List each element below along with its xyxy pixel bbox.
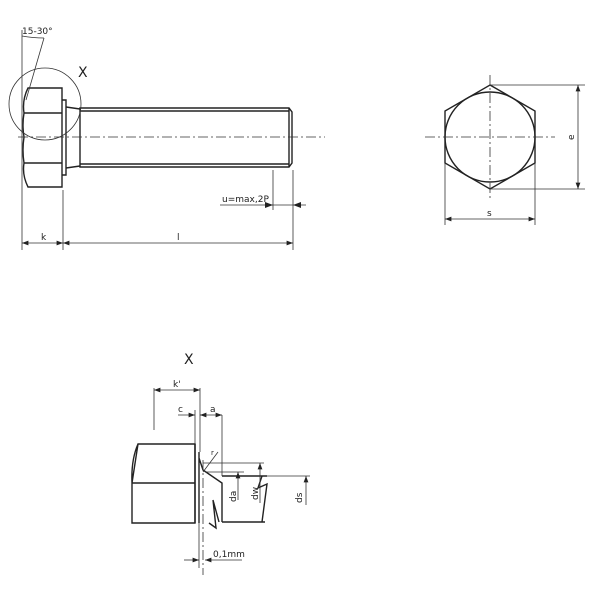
detail-circle	[8, 67, 82, 141]
r-label: r	[211, 449, 214, 457]
detail-label: X	[78, 65, 88, 81]
c-label: c	[178, 405, 183, 415]
angle-label: 15-30°	[22, 27, 53, 37]
underhead-fillet	[65, 106, 81, 169]
l-label: l	[177, 233, 180, 243]
end-view: e s	[425, 75, 585, 225]
dw-label: dw	[251, 487, 261, 500]
da-label: da	[229, 491, 239, 502]
side-view: X 15-30° k l u=max,2P	[8, 27, 325, 250]
u-label: u=max,2P	[222, 195, 269, 205]
bolt-head	[22, 87, 63, 188]
washer-face	[62, 99, 67, 176]
detail-view: X k' c a r da dw ds 0,1mm	[131, 352, 310, 575]
k-label: k	[41, 233, 47, 243]
detail-title: X	[184, 352, 194, 368]
a-label: a	[210, 405, 216, 415]
s-label: s	[487, 209, 492, 219]
bolt-shank	[79, 107, 293, 168]
ds-label: ds	[295, 492, 305, 503]
detail-head	[131, 443, 196, 524]
k-prime-label: k'	[173, 380, 181, 390]
e-label: e	[567, 134, 577, 140]
gap-label: 0,1mm	[213, 550, 245, 560]
